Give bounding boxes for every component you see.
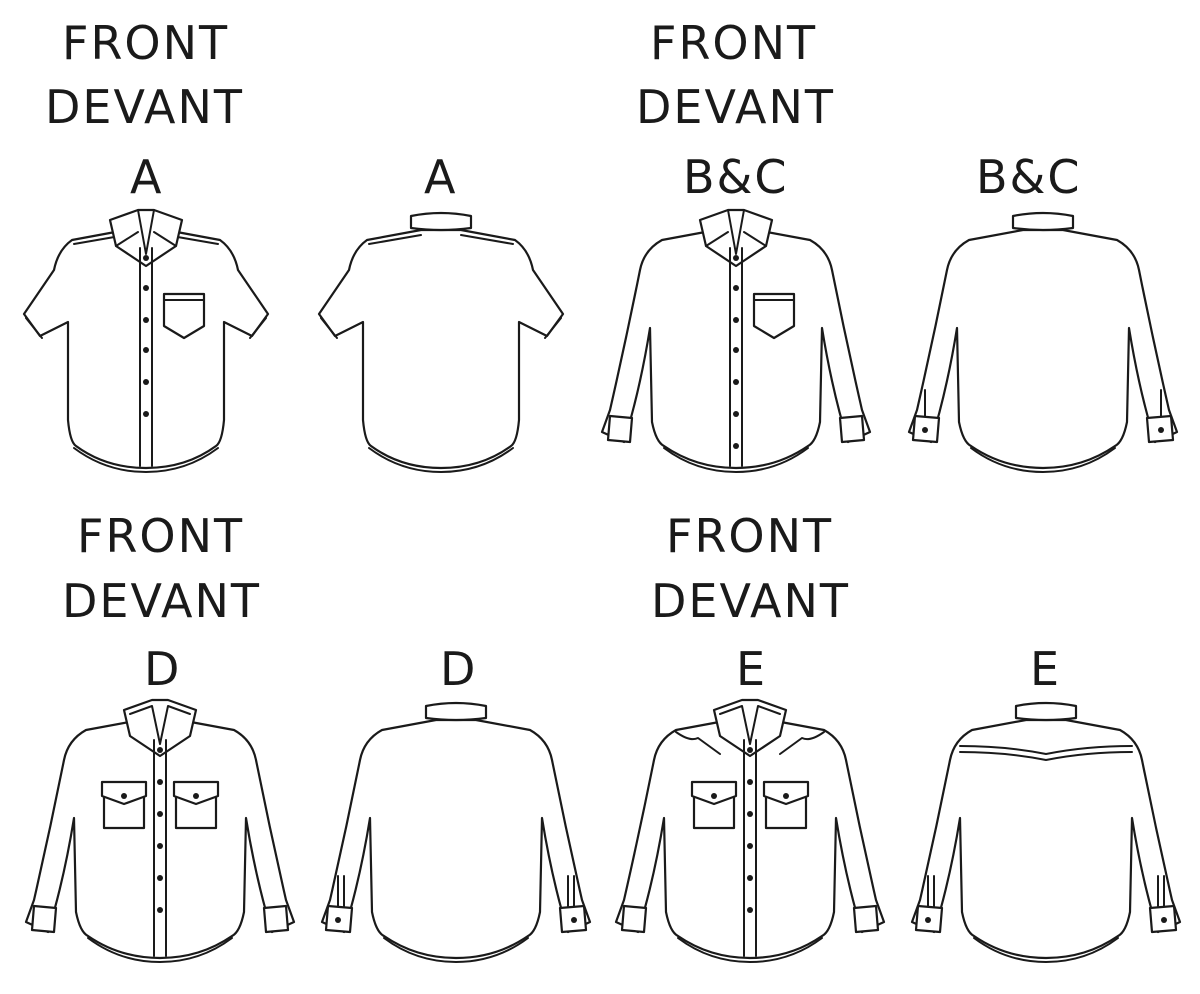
shirt-a-back: [317, 211, 565, 474]
view-label-d-back: D: [440, 642, 478, 696]
pockets-d: [100, 780, 220, 830]
pocket-a: [162, 292, 206, 340]
button-column-e: [747, 747, 753, 913]
back-yoke-e: [959, 745, 1133, 755]
view-label-d-front: D: [144, 642, 182, 696]
devant-label-e: DEVANT: [651, 574, 850, 628]
shirt-e-back: [910, 701, 1182, 964]
shirt-bc-back: [907, 211, 1179, 474]
view-label-a-back: A: [424, 150, 458, 204]
view-label-e-front: E: [736, 642, 768, 696]
button-column-a: [143, 255, 149, 417]
shirt-d-front: [24, 698, 296, 964]
pocket-bc: [752, 292, 796, 340]
shirt-bc-front: [600, 208, 872, 474]
view-label-a-front: A: [130, 150, 164, 204]
front-label-d: FRONT: [77, 509, 245, 563]
shirt-d-back: [320, 701, 592, 964]
devant-label-d: DEVANT: [62, 574, 261, 628]
front-label-bc: FRONT: [650, 16, 818, 70]
button-column-d: [157, 747, 163, 913]
devant-label-bc: DEVANT: [636, 80, 835, 134]
view-label-bc-back: B&C: [976, 150, 1082, 204]
shirt-e-front: [614, 698, 886, 964]
western-yoke-e: [675, 731, 825, 755]
view-label-e-back: E: [1030, 642, 1062, 696]
view-label-bc-front: B&C: [683, 150, 789, 204]
button-column-bc: [733, 255, 739, 449]
shirt-a-front: [22, 208, 270, 474]
front-label-a: FRONT: [62, 16, 230, 70]
front-label-e: FRONT: [666, 509, 834, 563]
pockets-e: [690, 780, 810, 830]
devant-label-a: DEVANT: [45, 80, 244, 134]
